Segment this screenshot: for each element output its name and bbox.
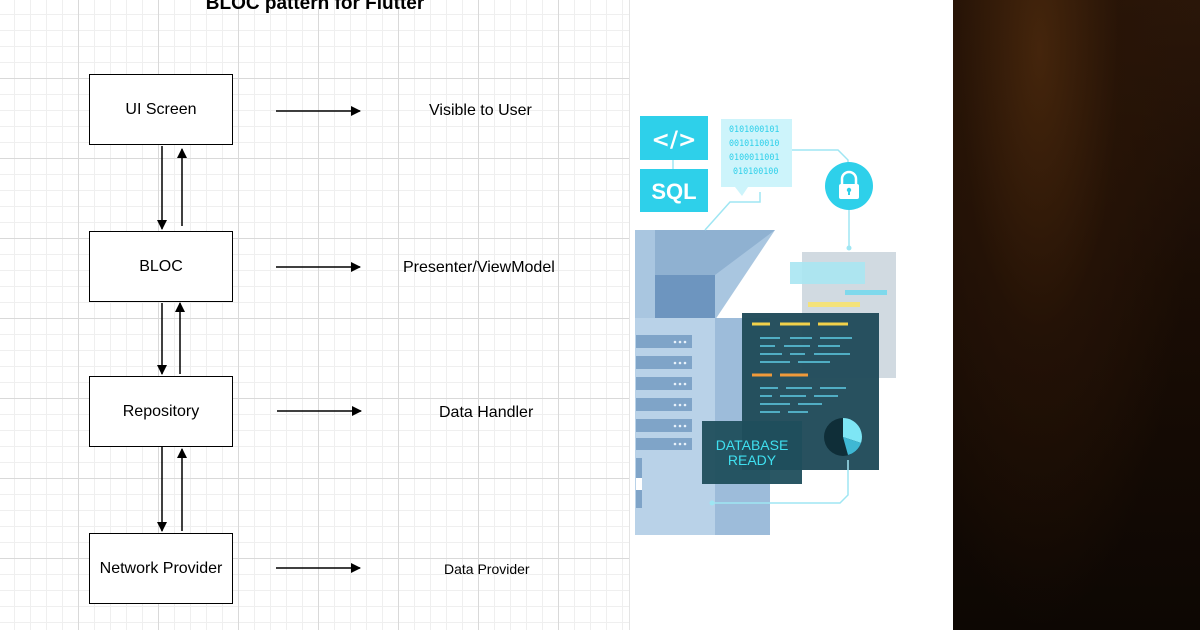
svg-text:</>: </> <box>652 128 697 153</box>
binary-line: 010100100 <box>733 166 778 176</box>
layer-box-repository: Repository <box>89 376 233 447</box>
status-label-line1: DATABASE <box>716 437 789 453</box>
binary-line: 0101000101 <box>729 124 779 134</box>
layer-box-bloc: BLOC <box>89 231 233 302</box>
status-label-line2: READY <box>728 452 777 468</box>
layer-box-network-provider: Network Provider <box>89 533 233 604</box>
binary-line: 0010110010 <box>729 138 779 148</box>
binary-line: 0100011001 <box>729 152 779 162</box>
layer-description-bloc: Presenter/ViewModel <box>403 259 555 276</box>
svg-text:SQL: SQL <box>651 179 696 204</box>
layer-description-repository: Data Handler <box>439 404 534 421</box>
diagram-title: BLOC pattern for Flutter <box>205 0 425 14</box>
code-icon: </> <box>640 116 708 160</box>
diagram-arrows <box>157 106 362 573</box>
sql-icon: SQL <box>640 169 708 212</box>
layer-box-ui-screen: UI Screen <box>89 74 233 145</box>
dark-background-panel <box>953 0 1200 630</box>
database-ready-card: DATABASE READY <box>702 421 802 484</box>
lock-icon <box>825 162 873 210</box>
pie-chart-icon <box>824 418 862 456</box>
binary-bubble: 0101000101 0010110010 0100011001 0101001… <box>721 119 792 196</box>
database-illustration-svg: DATABASE READY </> SQL 010100010 <box>635 116 896 535</box>
layer-description-ui-screen: Visible to User <box>429 102 532 119</box>
code-panel <box>742 313 879 470</box>
bloc-diagram: BLOC pattern for Flutter UI Screen BLOC … <box>0 0 630 630</box>
database-illustration: DATABASE READY </> SQL 010100010 <box>630 0 953 630</box>
layer-description-network-provider: Data Provider <box>444 561 530 577</box>
